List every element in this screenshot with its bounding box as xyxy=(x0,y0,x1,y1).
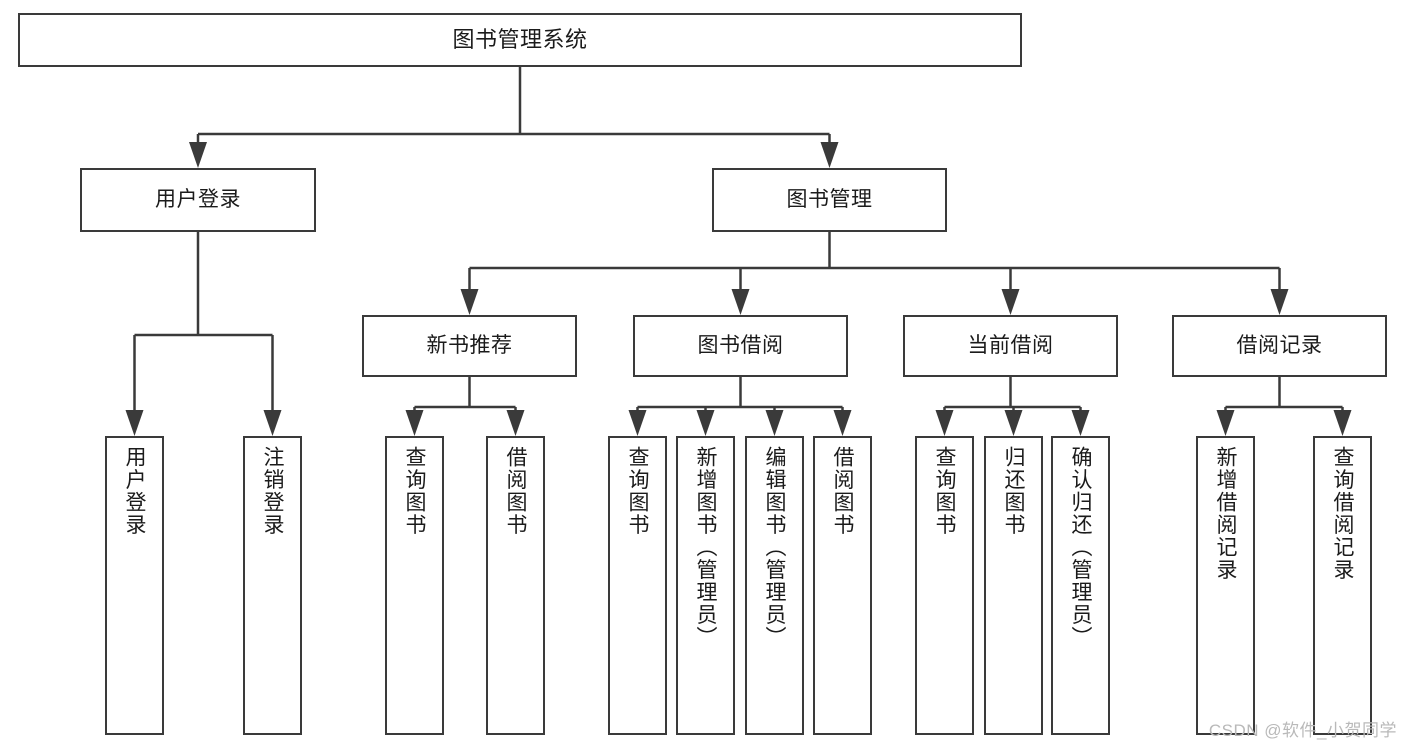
arrow-icon-leaf-nb-borrow xyxy=(506,410,525,436)
node-label: 用户登录 xyxy=(123,446,146,536)
arrow-icon-newbooks xyxy=(460,289,479,315)
arrow-icon-leaf-cu-query xyxy=(935,410,954,436)
node-leaf-bw-add[interactable]: 新增图书（管理员） xyxy=(676,436,735,735)
node-leaf-nb-borrow[interactable]: 借阅图书 xyxy=(486,436,545,735)
node-label: 用户登录 xyxy=(155,187,241,211)
arrow-icon-leaf-login xyxy=(125,410,144,436)
node-leaf-cu-query[interactable]: 查询图书 xyxy=(915,436,974,735)
node-leaf-rc-query[interactable]: 查询借阅记录 xyxy=(1313,436,1372,735)
node-bookmgmt[interactable]: 图书管理 xyxy=(712,168,947,232)
node-label: 新增图书（管理员） xyxy=(694,446,717,649)
node-root[interactable]: 图书管理系统 xyxy=(18,13,1022,67)
node-leaf-nb-query[interactable]: 查询图书 xyxy=(385,436,444,735)
node-records[interactable]: 借阅记录 xyxy=(1172,315,1387,377)
node-label: 图书管理系统 xyxy=(452,27,588,53)
node-borrow[interactable]: 图书借阅 xyxy=(633,315,848,377)
arrow-icon-leaf-bw-add xyxy=(696,410,715,436)
arrow-icon-leaf-bw-edit xyxy=(765,410,784,436)
node-label: 借阅记录 xyxy=(1236,333,1323,357)
node-leaf-bw-edit[interactable]: 编辑图书（管理员） xyxy=(745,436,804,735)
arrow-icon-records xyxy=(1270,289,1289,315)
node-label: 查询图书 xyxy=(403,446,426,536)
node-current[interactable]: 当前借阅 xyxy=(903,315,1118,377)
arrow-icon-leaf-rc-query xyxy=(1333,410,1352,436)
node-leaf-bw-query[interactable]: 查询图书 xyxy=(608,436,667,735)
node-label: 借阅图书 xyxy=(831,446,854,536)
node-leaf-cu-return[interactable]: 归还图书 xyxy=(984,436,1043,735)
arrow-icon-login xyxy=(189,142,207,168)
arrow-icon-leaf-nb-query xyxy=(405,410,424,436)
arrow-icon-borrow xyxy=(731,289,750,315)
node-label: 图书借阅 xyxy=(697,333,784,357)
arrow-icon-leaf-cu-confirm xyxy=(1071,410,1090,436)
arrow-icon-leaf-cu-return xyxy=(1004,410,1023,436)
node-label: 借阅图书 xyxy=(504,446,527,536)
node-label: 新书推荐 xyxy=(426,333,513,357)
arrow-icon-leaf-bw-borrow xyxy=(833,410,852,436)
node-label: 图书管理 xyxy=(786,187,873,211)
arrow-icon-leaf-logout xyxy=(263,410,282,436)
arrow-icon-bookmgmt xyxy=(820,142,839,168)
node-label: 当前借阅 xyxy=(967,333,1054,357)
node-label: 查询借阅记录 xyxy=(1331,446,1354,581)
node-label: 查询图书 xyxy=(626,446,649,536)
arrow-icon-leaf-bw-query xyxy=(628,410,647,436)
node-leaf-rc-add[interactable]: 新增借阅记录 xyxy=(1196,436,1255,735)
node-label: 查询图书 xyxy=(933,446,956,536)
node-label: 确认归还（管理员） xyxy=(1069,446,1092,649)
node-label: 新增借阅记录 xyxy=(1214,446,1237,581)
node-label: 归还图书 xyxy=(1002,446,1025,536)
node-leaf-logout[interactable]: 注销登录 xyxy=(243,436,302,735)
arrow-icon-current xyxy=(1001,289,1020,315)
node-leaf-login[interactable]: 用户登录 xyxy=(105,436,164,735)
node-leaf-bw-borrow[interactable]: 借阅图书 xyxy=(813,436,872,735)
node-label: 编辑图书（管理员） xyxy=(763,446,786,649)
node-leaf-cu-confirm[interactable]: 确认归还（管理员） xyxy=(1051,436,1110,735)
node-label: 注销登录 xyxy=(261,446,284,536)
arrow-icon-leaf-rc-add xyxy=(1216,410,1235,436)
node-newbooks[interactable]: 新书推荐 xyxy=(362,315,577,377)
node-login[interactable]: 用户登录 xyxy=(80,168,316,232)
